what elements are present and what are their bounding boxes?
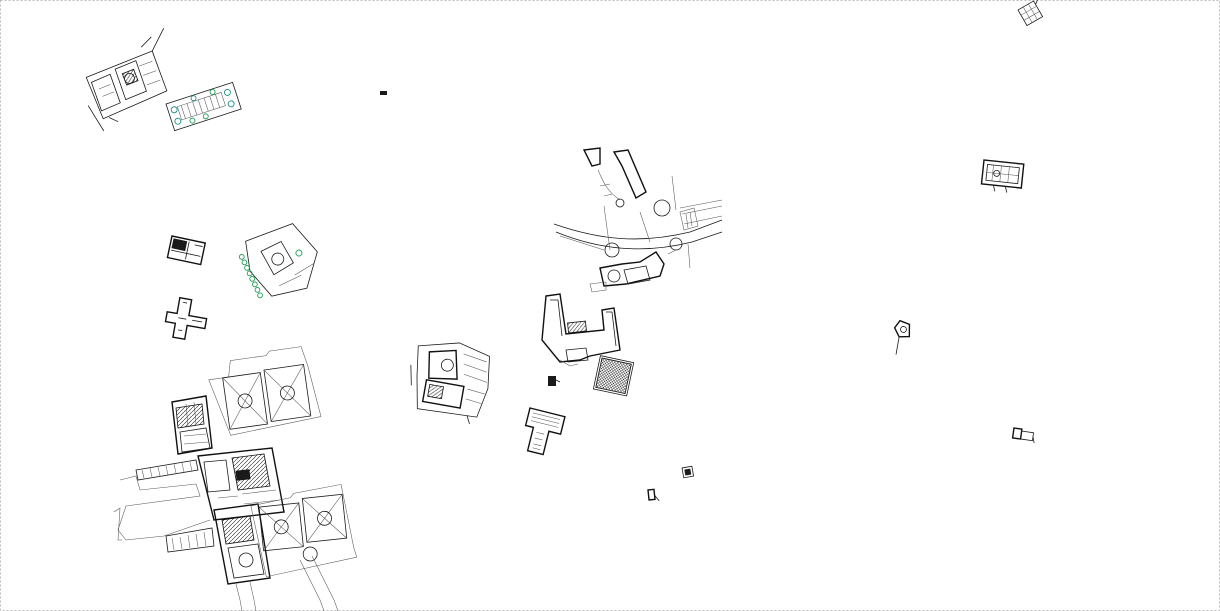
plan-left-block-b[interactable] bbox=[163, 296, 209, 342]
plan-dense-square[interactable] bbox=[592, 355, 635, 397]
plan-center-tilted-block[interactable] bbox=[520, 407, 566, 457]
plan-small-item-3[interactable] bbox=[647, 488, 660, 502]
plan-center-u-building[interactable] bbox=[541, 293, 621, 367]
plan-top-left-building[interactable] bbox=[76, 27, 182, 133]
plan-left-landscape-green[interactable] bbox=[235, 219, 327, 304]
plan-small-item-2[interactable] bbox=[681, 465, 695, 479]
palace-west-gallery bbox=[113, 459, 211, 541]
palace-north-wing bbox=[171, 395, 213, 455]
plan-center-left-villa[interactable] bbox=[403, 335, 495, 426]
palace-south-wing bbox=[165, 503, 271, 585]
plan-small-item-1[interactable] bbox=[548, 376, 561, 386]
plan-left-block-a[interactable] bbox=[166, 235, 207, 266]
plan-top-right-building[interactable] bbox=[1016, 0, 1053, 27]
palace-center-body bbox=[197, 447, 285, 521]
garden-parterre-lower bbox=[250, 484, 358, 578]
palace-avenue bbox=[299, 555, 339, 611]
small-mark bbox=[380, 91, 387, 95]
plan-right-small-object[interactable] bbox=[890, 319, 912, 356]
plan-right-building[interactable] bbox=[980, 159, 1025, 194]
plan-palace-complex[interactable] bbox=[113, 345, 358, 611]
plan-top-left-landscape[interactable] bbox=[165, 81, 242, 132]
plan-center-site[interactable] bbox=[553, 147, 723, 293]
garden-parterre-upper bbox=[208, 346, 322, 436]
plan-right-lower-object[interactable] bbox=[1011, 427, 1035, 444]
